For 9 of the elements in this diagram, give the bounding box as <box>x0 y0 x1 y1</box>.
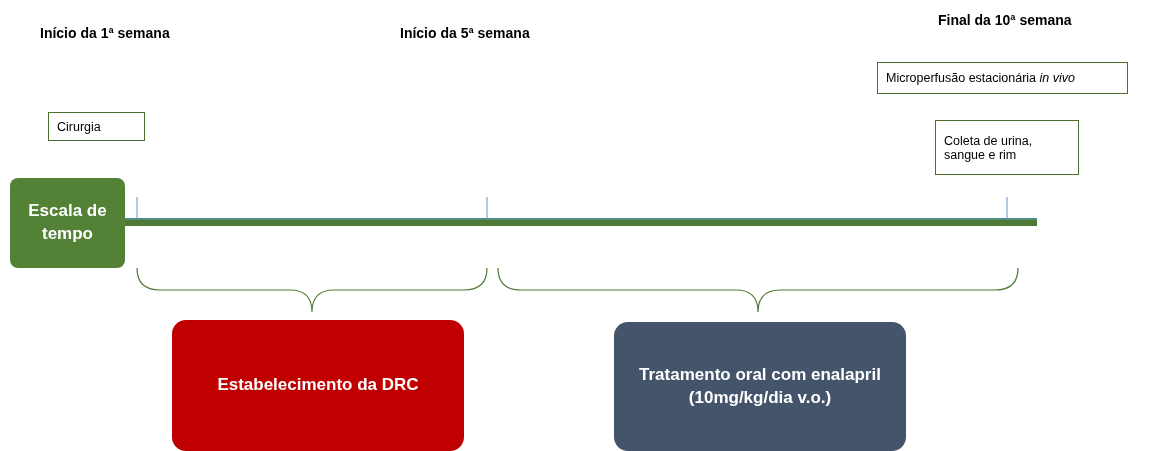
scale-box: Escala de tempo <box>10 178 125 268</box>
note-box: Coleta de urina, sangue e rim <box>935 120 1079 175</box>
note-box: Cirurgia <box>48 112 145 141</box>
phase-box: Tratamento oral com enalapril (10mg/kg/dia v.o.) <box>614 322 906 451</box>
week-heading: Início da 1ª semana <box>40 25 170 41</box>
phase-box: Estabelecimento da DRC <box>172 320 464 451</box>
note-box: Microperfusão estacionária in vivo <box>877 62 1128 94</box>
week-heading: Início da 5ª semana <box>400 25 530 41</box>
week-heading: Final da 10ª semana <box>938 12 1072 28</box>
